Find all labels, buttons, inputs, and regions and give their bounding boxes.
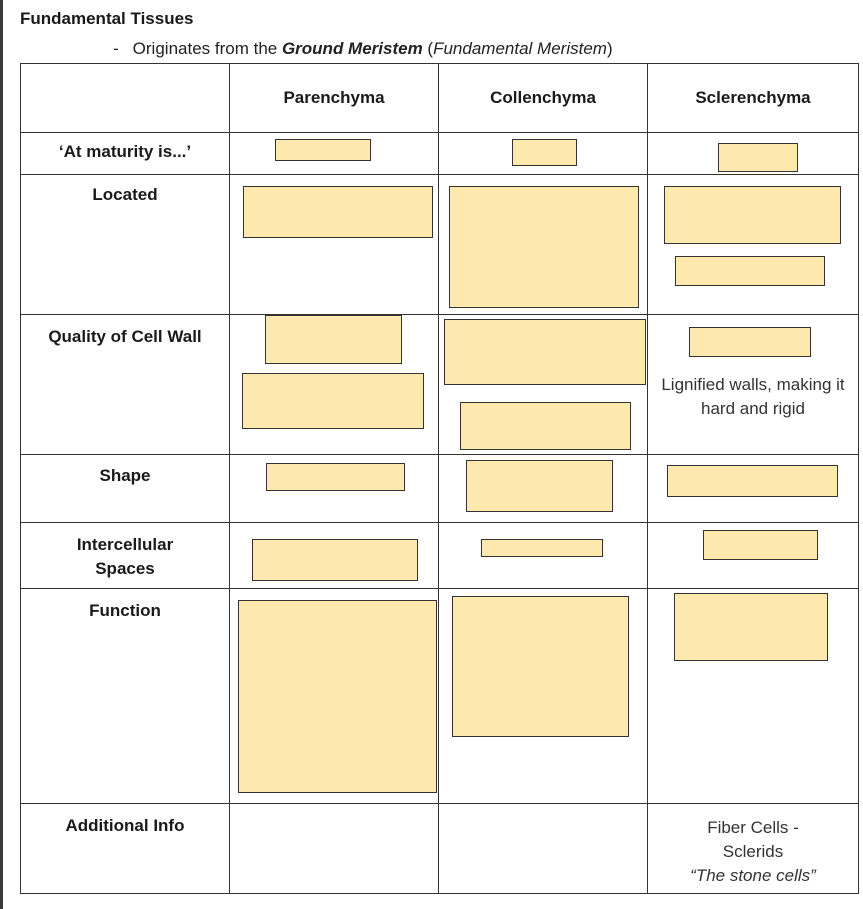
subtitle-alt-term: Fundamental Meristem	[433, 39, 607, 58]
row-shape: Shape	[20, 454, 859, 523]
answer-box[interactable]	[452, 596, 629, 737]
cell-parenchyma-function	[229, 588, 439, 804]
answer-box[interactable]	[675, 256, 825, 286]
cell-collenchyma-wall	[438, 314, 648, 455]
row-additional: Additional Info Fiber Cells - Sclerids “…	[20, 803, 859, 894]
header-sclerenchyma: Sclerenchyma	[647, 63, 859, 133]
label-at-maturity: ‘At maturity is...’	[20, 132, 230, 175]
header-collenchyma: Collenchyma	[438, 63, 648, 133]
label-intercellular: Intercellular Spaces	[20, 522, 230, 589]
answer-box[interactable]	[664, 186, 841, 244]
label-text: Function	[89, 601, 161, 620]
label-function: Function	[20, 588, 230, 804]
cell-sclerenchyma-located	[647, 174, 859, 315]
cell-collenchyma-shape	[438, 454, 648, 523]
subtitle-paren-close: )	[606, 39, 613, 58]
answer-box[interactable]	[674, 593, 828, 661]
answer-box[interactable]	[238, 600, 437, 793]
left-page-border	[0, 0, 3, 909]
label-text: Shape	[99, 466, 151, 485]
row-cell-wall: Quality of Cell Wall Lignified walls, ma…	[20, 314, 859, 455]
cell-sclerenchyma-maturity	[647, 132, 859, 175]
header-empty-cell	[20, 63, 230, 133]
answer-box[interactable]	[466, 460, 613, 512]
answer-box[interactable]	[718, 143, 798, 172]
cell-sclerenchyma-shape	[647, 454, 859, 523]
answer-box[interactable]	[266, 463, 405, 491]
answer-box[interactable]	[689, 327, 811, 357]
subtitle-prefix: Originates from the	[132, 39, 282, 58]
cell-collenchyma-additional	[438, 803, 648, 894]
answer-box[interactable]	[481, 539, 603, 557]
answer-box[interactable]	[512, 139, 577, 166]
label-additional: Additional Info	[20, 803, 230, 894]
additional-line-3: “The stone cells”	[690, 866, 816, 885]
cell-collenchyma-maturity	[438, 132, 648, 175]
answer-box[interactable]	[252, 539, 418, 581]
answer-box[interactable]	[449, 186, 639, 308]
row-function: Function	[20, 588, 859, 804]
cell-sclerenchyma-spaces	[647, 522, 859, 589]
cell-parenchyma-located	[229, 174, 439, 315]
label-text: ‘At maturity is...’	[58, 142, 192, 161]
cell-parenchyma-additional	[229, 803, 439, 894]
cell-parenchyma-maturity	[229, 132, 439, 175]
tissues-table: Parenchyma Collenchyma Sclerenchyma ‘At …	[20, 63, 859, 894]
label-cell-wall: Quality of Cell Wall	[20, 314, 230, 455]
sclerenchyma-wall-text: Lignified walls, making it hard and rigi…	[661, 375, 845, 418]
answer-box[interactable]	[243, 186, 433, 238]
cell-parenchyma-spaces	[229, 522, 439, 589]
sclerenchyma-additional-text: Fiber Cells - Sclerids “The stone cells”	[648, 816, 858, 888]
label-text: Intercellular Spaces	[76, 535, 174, 578]
cell-collenchyma-function	[438, 588, 648, 804]
answer-box[interactable]	[460, 402, 631, 450]
cell-parenchyma-shape	[229, 454, 439, 523]
row-at-maturity: ‘At maturity is...’	[20, 132, 859, 175]
subtitle-paren-open: (	[422, 39, 434, 58]
header-parenchyma: Parenchyma	[229, 63, 439, 133]
header-row: Parenchyma Collenchyma Sclerenchyma	[20, 63, 859, 133]
answer-box[interactable]	[265, 315, 402, 364]
cell-collenchyma-located	[438, 174, 648, 315]
subtitle: -Originates from the Ground Meristem (Fu…	[113, 39, 613, 59]
cell-sclerenchyma-function	[647, 588, 859, 804]
bullet-dash: -	[113, 39, 119, 58]
row-intercellular: Intercellular Spaces	[20, 522, 859, 589]
cell-sclerenchyma-wall: Lignified walls, making it hard and rigi…	[647, 314, 859, 455]
label-text: Additional Info	[65, 816, 185, 835]
row-located: Located	[20, 174, 859, 315]
subtitle-bold-term: Ground Meristem	[281, 39, 423, 58]
cell-collenchyma-spaces	[438, 522, 648, 589]
answer-box[interactable]	[275, 139, 371, 161]
answer-box[interactable]	[667, 465, 838, 497]
cell-parenchyma-wall	[229, 314, 439, 455]
answer-box[interactable]	[703, 530, 818, 560]
label-text: Located	[92, 185, 158, 204]
page-title: Fundamental Tissues	[20, 9, 194, 28]
answer-box[interactable]	[242, 373, 424, 429]
label-shape: Shape	[20, 454, 230, 523]
answer-box[interactable]	[444, 319, 646, 385]
label-text: Quality of Cell Wall	[48, 327, 202, 346]
cell-sclerenchyma-additional: Fiber Cells - Sclerids “The stone cells”	[647, 803, 859, 894]
label-located: Located	[20, 174, 230, 315]
additional-line-1: Fiber Cells -	[707, 818, 799, 837]
additional-line-2: Sclerids	[722, 842, 784, 861]
